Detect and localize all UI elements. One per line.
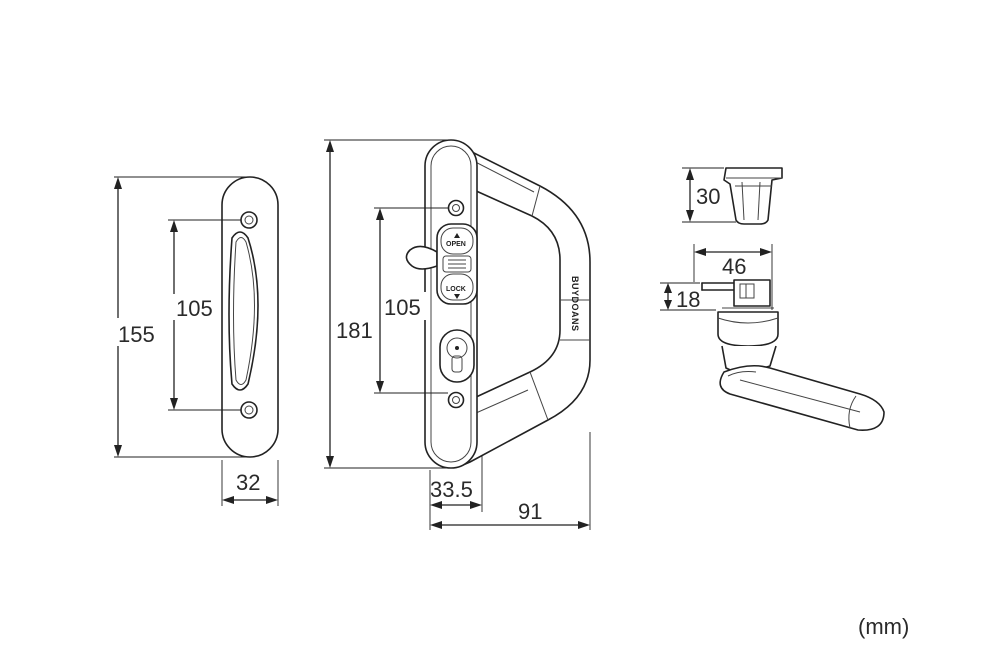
dim-105-handle-label: 105: [384, 295, 421, 320]
dim-32: 32: [221, 460, 279, 506]
dim-30: 30: [682, 167, 736, 223]
dim-181: 181: [324, 139, 452, 469]
dim-30-label: 30: [696, 184, 720, 209]
dim-181-label: 181: [336, 318, 373, 343]
dim-105-handle: 105: [374, 207, 448, 394]
dim-33-5: 33.5: [429, 455, 483, 530]
dim-18-label: 18: [676, 287, 700, 312]
dim-46: 46: [693, 244, 773, 310]
dim-91: 91: [430, 432, 591, 530]
dim-46-label: 46: [722, 254, 746, 279]
handle: [405, 139, 591, 469]
dim-33-5-label: 33.5: [430, 477, 473, 502]
dim-155-label: 155: [118, 322, 155, 347]
dim-91-label: 91: [518, 499, 542, 524]
unit-label: (mm): [858, 614, 910, 639]
brand-label: BUYDOANS: [570, 276, 580, 332]
dim-18: 18: [660, 282, 716, 312]
lever-handle-part: [701, 279, 885, 431]
open-label: OPEN: [446, 241, 466, 248]
dim-105-back-plate: 105: [168, 219, 241, 411]
dim-32-label: 32: [236, 470, 260, 495]
dim-155: 155: [104, 176, 252, 458]
lock-label: LOCK: [446, 286, 466, 293]
lever-base-part: [723, 167, 783, 225]
dim-105-back-plate-label: 105: [176, 296, 213, 321]
back-plate: [221, 176, 279, 458]
